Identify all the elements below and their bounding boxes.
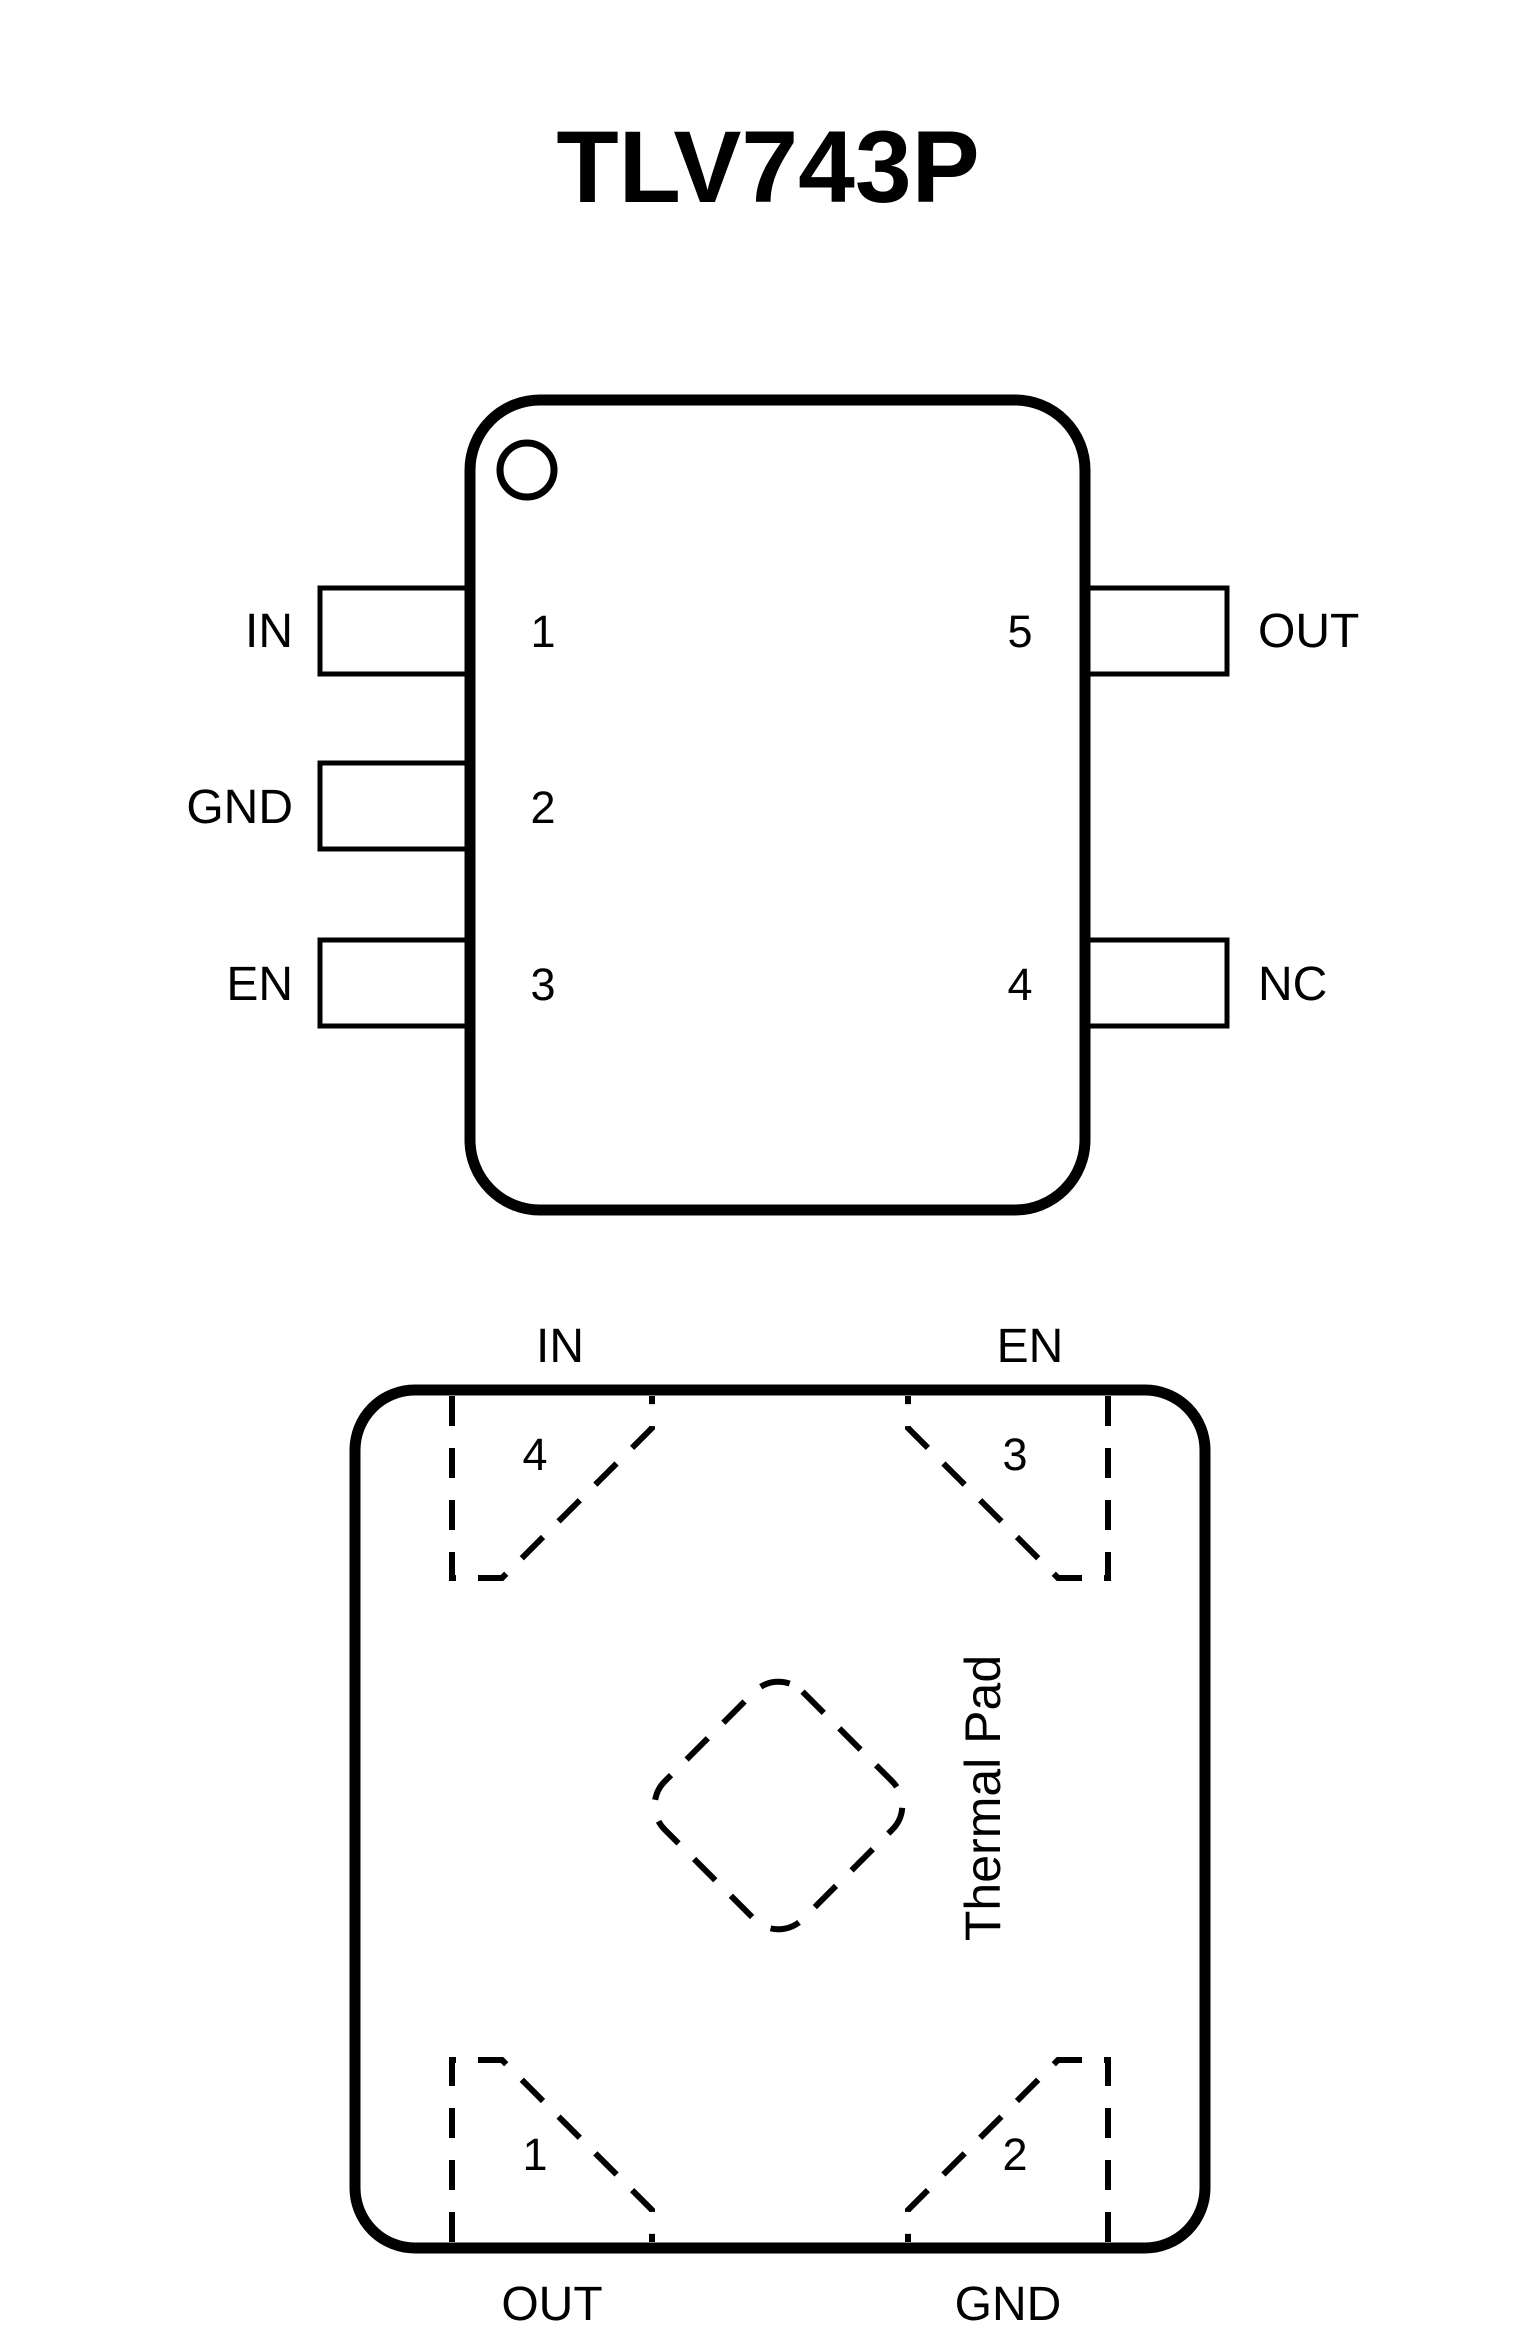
pin-number-4: 4	[1007, 959, 1032, 1010]
pad-number-1: 1	[522, 2129, 547, 2180]
pad-number-4: 4	[522, 1429, 547, 1480]
pin-number-1: 1	[530, 606, 555, 657]
thermal-pad-label: Thermal Pad	[955, 1655, 1011, 1941]
pad-label-en: EN	[997, 1320, 1064, 1373]
pin-number-3: 3	[530, 959, 555, 1010]
corner-pad-pin1	[449, 2057, 655, 2242]
pin-number-5: 5	[1007, 606, 1032, 657]
pin-label-in: IN	[245, 605, 293, 658]
pin-label-out: OUT	[1258, 605, 1359, 658]
corner-pad-pin4	[449, 1396, 655, 1581]
pin-number-2: 2	[530, 782, 555, 833]
pin-label-gnd: GND	[186, 781, 293, 834]
top-package-body	[464, 394, 1091, 1216]
lead-pin4	[1080, 937, 1230, 1029]
page-title: TLV743P	[556, 110, 979, 224]
pin-label-en: EN	[226, 958, 293, 1011]
corner-pad-pin2	[905, 2057, 1111, 2242]
pin1-marker-icon	[496, 439, 558, 501]
top-package-diagram: 1 2 3 5 4 IN GND EN OUT NC	[186, 394, 1359, 1216]
lead-pin2	[317, 760, 475, 852]
pad-number-2: 2	[1002, 2129, 1027, 2180]
pad-number-3: 3	[1002, 1429, 1027, 1480]
pad-label-in: IN	[536, 1320, 584, 1373]
corner-pad-pin3	[905, 1396, 1111, 1581]
pad-label-gnd: GND	[955, 2278, 1062, 2331]
pad-label-out: OUT	[501, 2278, 602, 2331]
bottom-package-body	[349, 1384, 1211, 2254]
pin-label-nc: NC	[1258, 958, 1327, 1011]
lead-pin3	[317, 937, 475, 1029]
lead-pin1	[317, 585, 475, 677]
lead-pin5	[1080, 585, 1230, 677]
thermal-pad-outline	[651, 1678, 906, 1933]
bottom-package-diagram: Thermal Pad 4 3 1 2 IN EN OUT GND	[349, 1320, 1211, 2331]
